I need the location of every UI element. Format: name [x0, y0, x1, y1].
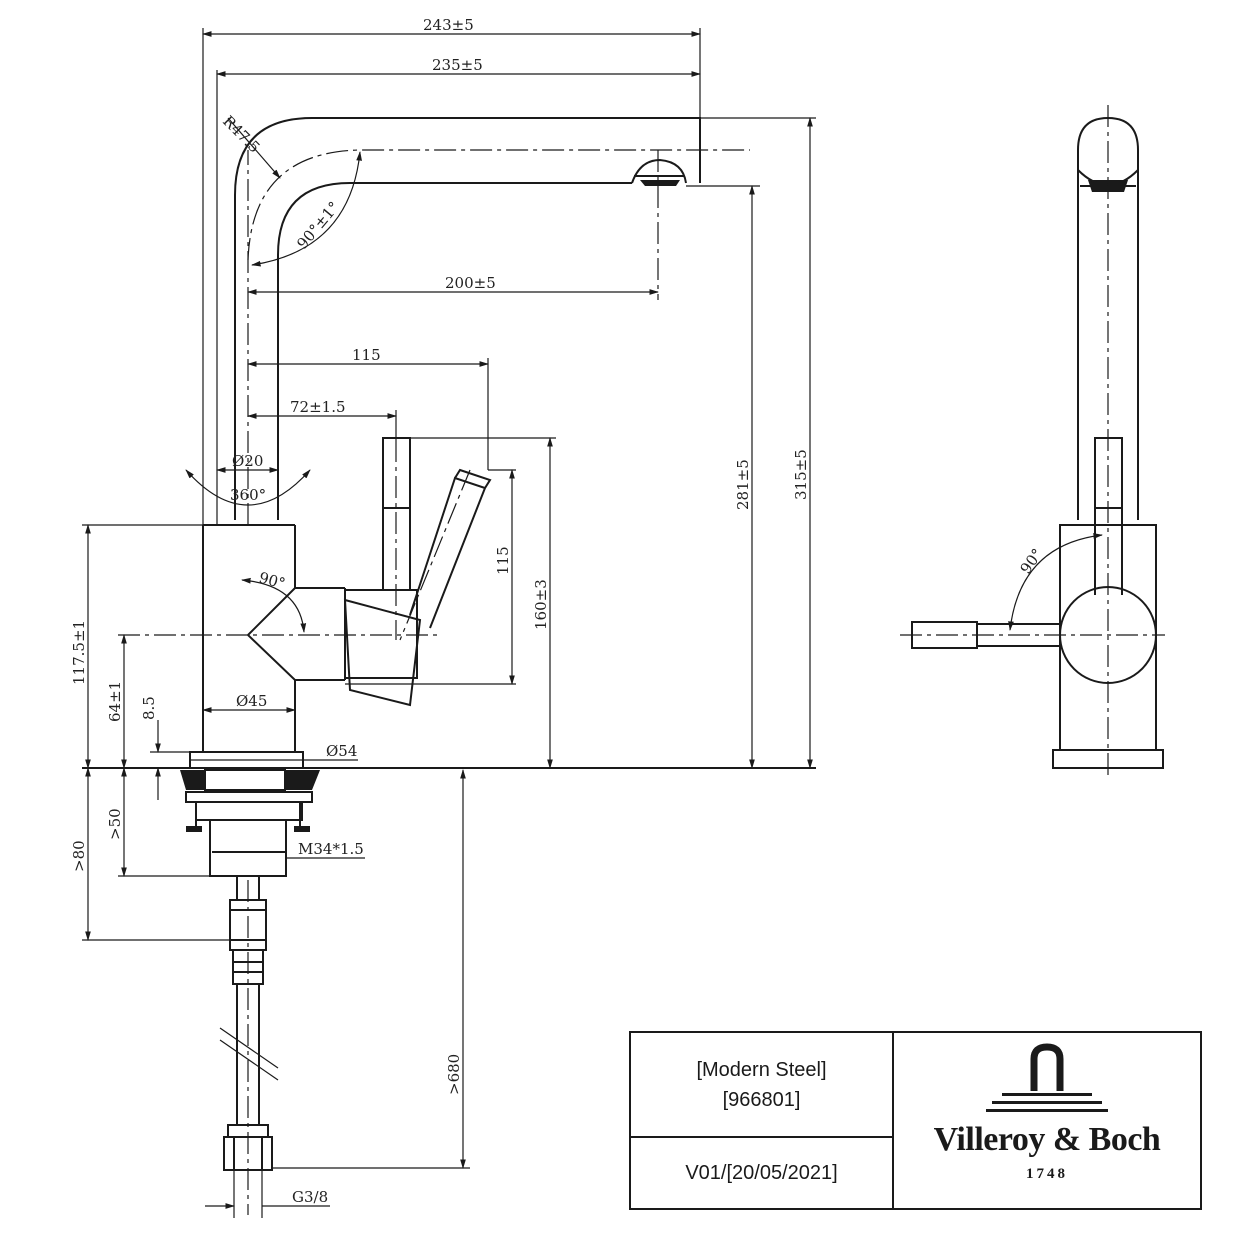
version-cell: V01/[20/05/2021] [631, 1138, 892, 1208]
height-dimensions: 115 160±3 281±5 315±5 [345, 117, 816, 769]
spout-outline [234, 117, 750, 525]
title-block-info: [Modern Steel] [966801] V01/[20/05/2021] [631, 1033, 894, 1208]
dim-w72: 72±1.5 [290, 398, 346, 416]
dim-h117: 117.5±1 [70, 620, 88, 685]
brand-name: Villeroy & Boch [933, 1121, 1161, 1158]
dim-h315: 315±5 [792, 449, 810, 500]
supply-hose: G3/8 [205, 876, 330, 1218]
dim-h50: >50 [106, 808, 124, 840]
dim-rot360: 360° [230, 486, 266, 504]
tap-body: 90° [118, 524, 440, 769]
article-number: [966801] [722, 1088, 801, 1111]
spout-radius-marks: R47.5 90°±1° [219, 112, 362, 267]
title-block: [Modern Steel] [966801] V01/[20/05/2021]… [629, 1031, 1202, 1210]
lever [343, 437, 492, 707]
dim-a90: 90°±1° [293, 198, 343, 253]
product-cell: [Modern Steel] [966801] [631, 1033, 892, 1138]
dim-h680: >680 [445, 1054, 463, 1095]
dim-d45: Ø45 [236, 692, 267, 710]
dim-h85: 8.5 [140, 696, 158, 720]
rotation-mark: Ø20 360° [185, 452, 311, 506]
brand-cell: Villeroy & Boch 1748 [894, 1033, 1200, 1208]
version-date: V01/[20/05/2021] [685, 1161, 838, 1184]
dim-h160: 160±3 [532, 579, 550, 630]
side-view: 90° [900, 105, 1165, 775]
dim-side90: 90° [1017, 545, 1047, 577]
product-name: [Modern Steel] [696, 1058, 827, 1081]
under-counter-dimensions: >50 >80 >680 [70, 767, 470, 1169]
dim-thread: M34*1.5 [298, 840, 364, 858]
brand-logo-icon [986, 1043, 1108, 1112]
dim-w243: 243±5 [423, 16, 474, 34]
mounting-fitting: M34*1.5 [180, 769, 365, 877]
dim-h281: 281±5 [734, 459, 752, 510]
dim-h115: 115 [494, 546, 512, 575]
dim-d54: Ø54 [326, 742, 357, 760]
dim-w200: 200±5 [445, 274, 496, 292]
dim-lever90: 90° [257, 568, 287, 592]
dim-d20: Ø20 [232, 452, 263, 470]
brand-year: 1748 [1026, 1166, 1068, 1182]
dim-h64: 64±1 [106, 681, 124, 722]
top-dimensions: 243±5 235±5 200±5 115 72±1.5 [202, 16, 701, 525]
dim-w115: 115 [352, 346, 381, 364]
dim-h80: >80 [70, 840, 88, 872]
dim-g38: G3/8 [292, 1188, 328, 1206]
left-dimensions: 117.5±1 64±1 8.5 Ø45 Ø54 [70, 524, 358, 800]
dim-w235: 235±5 [432, 56, 483, 74]
